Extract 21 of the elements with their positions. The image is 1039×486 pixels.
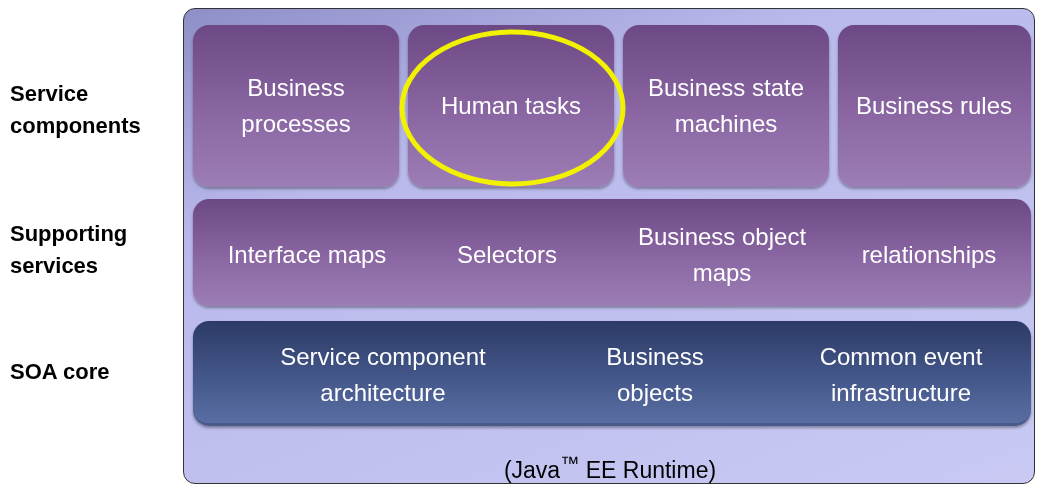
services-band: [193, 199, 1031, 306]
runtime-label: (Java$^{™}$ EE Runtime): [503, 451, 717, 486]
component-label: Business objects: [605, 342, 705, 408]
component-box: [623, 25, 829, 187]
component-label: Interface maps: [227, 240, 387, 270]
component-box: [193, 25, 399, 187]
component-label: Business processes: [240, 73, 352, 139]
server-panel: [183, 8, 1035, 484]
layer-label: SOA core: [10, 358, 111, 386]
component-label: Business state machines: [646, 73, 806, 139]
component-box: [838, 25, 1031, 187]
component-label: Common event infrastructure: [818, 342, 984, 408]
component-label: Business rules: [854, 91, 1014, 121]
component-label: Business object maps: [636, 222, 808, 288]
layer-label: Supporting services: [10, 220, 129, 280]
component-label: Selectors: [455, 240, 558, 270]
component-label: Service component architecture: [279, 342, 487, 408]
component-label: relationships: [860, 240, 998, 270]
layer-label: Service components: [10, 80, 142, 140]
component-label: Human tasks: [439, 91, 583, 121]
soa-core-band: [193, 321, 1031, 426]
